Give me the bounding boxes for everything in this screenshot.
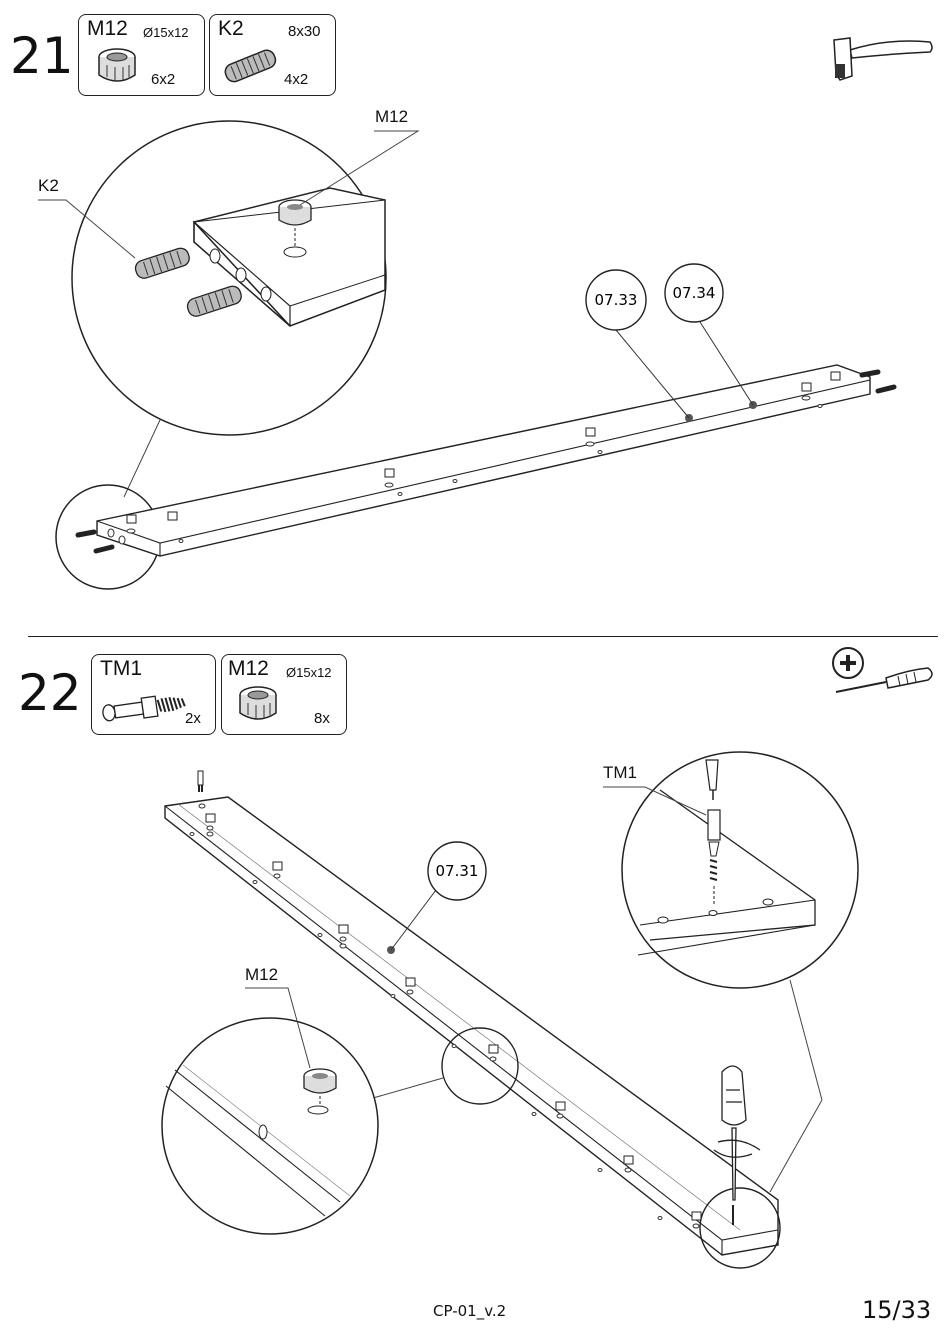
page-number: 15/33 bbox=[862, 1296, 931, 1324]
document-code: CP-01_v.2 bbox=[433, 1302, 506, 1320]
callout-cam: M12 bbox=[245, 965, 278, 985]
part-reference: 07.31 bbox=[436, 862, 479, 880]
callout-bolt: TM1 bbox=[603, 763, 637, 783]
detail-magnifier bbox=[622, 752, 858, 988]
detail-magnifier bbox=[162, 1018, 378, 1234]
